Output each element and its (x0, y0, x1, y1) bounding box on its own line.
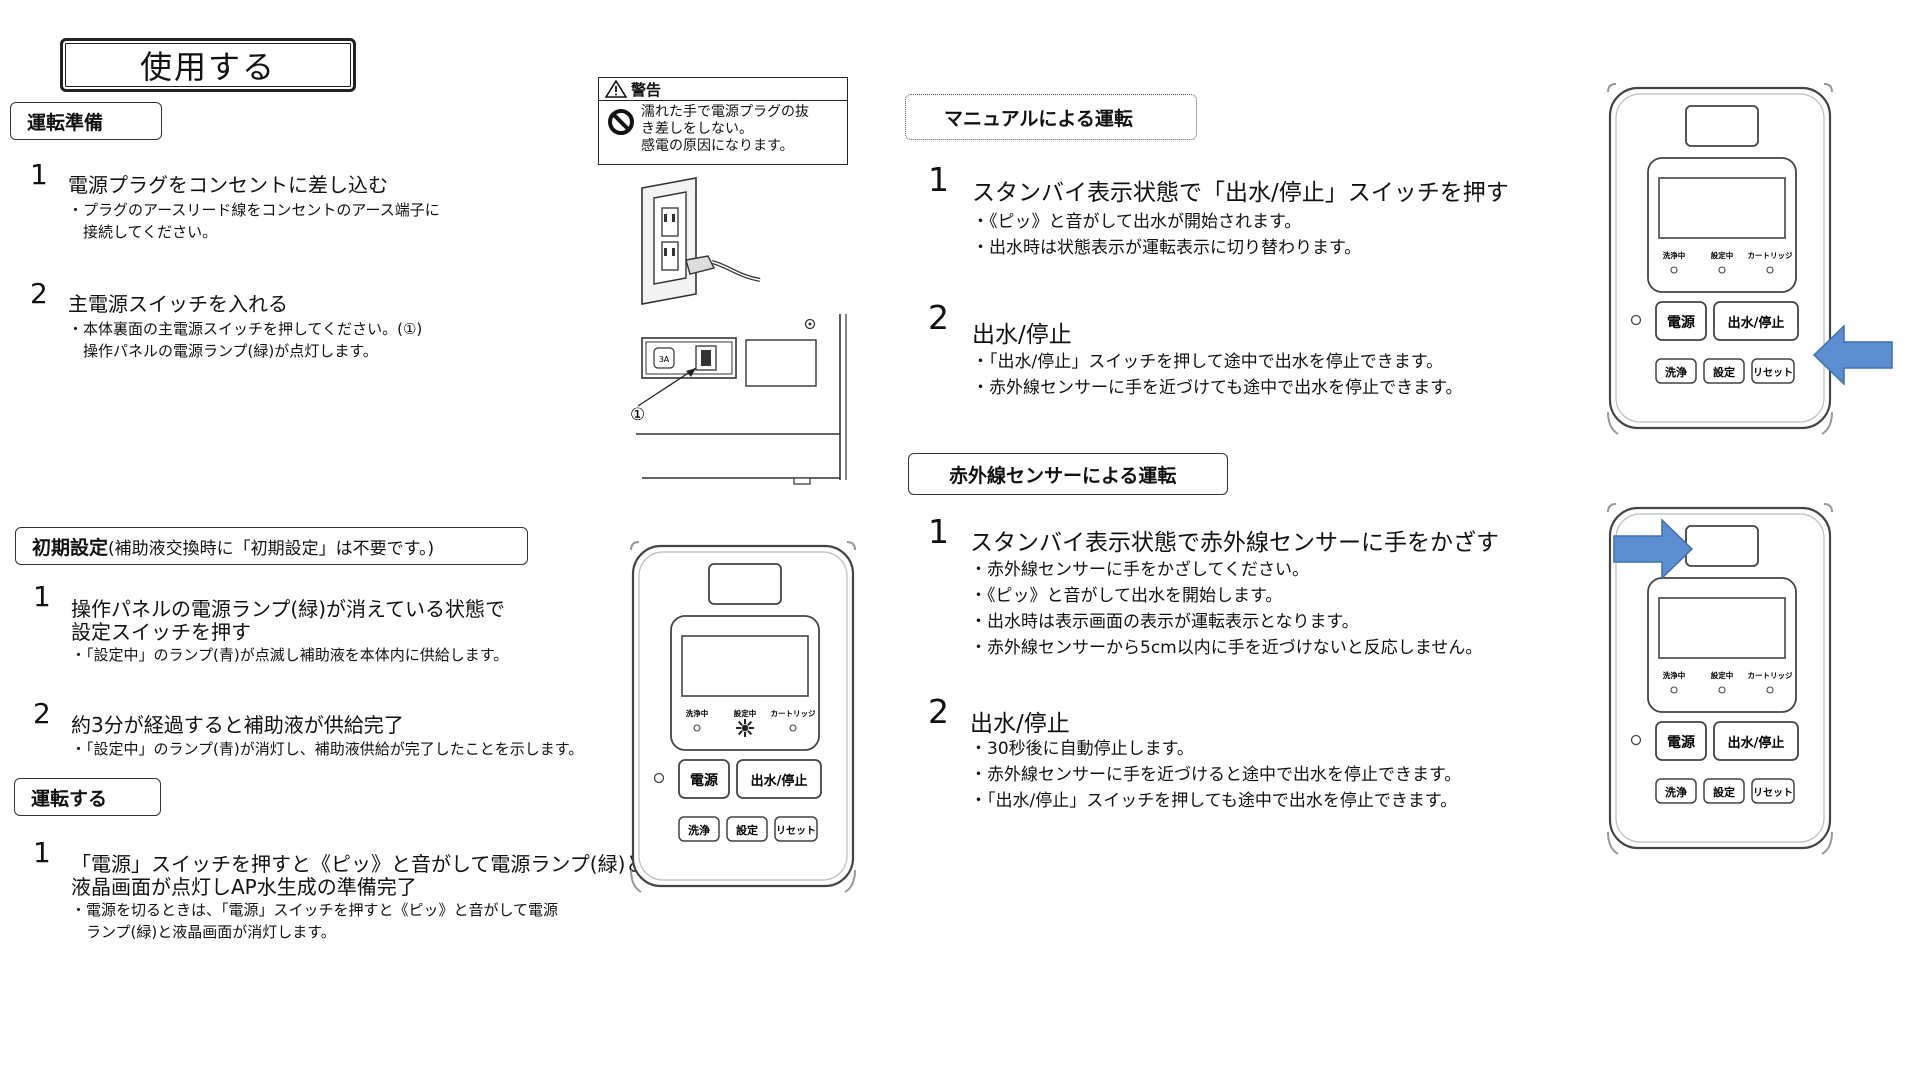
warning-triangle-icon (605, 80, 627, 98)
lcd-screen (681, 635, 809, 697)
page-title: 使用する (60, 38, 356, 92)
step-heading: スタンバイ表示状態で「出水/停止」スイッチを押す (972, 180, 1509, 206)
control-panel-svg: 洗浄中 設定中 カートリッジ 電源 出水/停止 洗浄 設定 リセット (1607, 83, 1833, 435)
step-number: 2 (928, 298, 949, 337)
status-label-setting: 設定中 (1711, 670, 1734, 680)
status-label-setting: 設定中 (1711, 250, 1734, 260)
status-label-cartridge: カートリッジ (771, 709, 816, 718)
water-stop-button-label[interactable]: 出水/停止 (751, 773, 808, 789)
section-label-run: 運転する (14, 778, 161, 816)
control-panel-init: 洗浄中 設定中 カートリッジ 電源 出水/停止 洗浄 設定 リセット (627, 540, 859, 896)
arrow-left-icon (1812, 324, 1893, 386)
step-number: 1 (928, 512, 949, 551)
status-label-washing: 洗浄中 (1663, 250, 1686, 260)
power-lamp (1630, 734, 1642, 746)
status-label-setting: 設定中 (734, 708, 757, 718)
step-heading: 約3分が経過すると補助液が供給完了 (71, 713, 404, 737)
wash-button-label[interactable]: 洗浄 (1665, 785, 1687, 799)
step-number: 2 (928, 692, 949, 731)
step-heading: 電源プラグをコンセントに差し込む (68, 173, 388, 197)
step-heading: 出水/停止 (972, 322, 1072, 348)
step-note: ・赤外線センサーに手をかざしてください。・《ピッ》と音がして出水を開始します。 … (970, 560, 1483, 658)
step-note: ・「設定中」のランプ(青)が消灯し、補助液供給が完了したことを示します。 (71, 740, 584, 758)
section-label-manual: マニュアルによる運転 (905, 94, 1197, 140)
power-button-label[interactable]: 電源 (690, 772, 718, 789)
step-note: ・電源を切るときは、「電源」スイッチを押すと《ピッ》と音がして電源 ランプ(緑)… (71, 901, 559, 941)
step-number: 2 (33, 697, 51, 730)
step-note: ・30秒後に自動停止します。・赤外線センサーに手を近づけると途中で出水を停止でき… (970, 739, 1462, 811)
wash-button-label[interactable]: 洗浄 (1665, 365, 1687, 379)
section-label-init: 初期設定(補助液交換時に「初期設定」は不要です。) (15, 527, 528, 565)
warning-text: 濡れた手で電源プラグの抜き差しをしない。感電の原因になります。 (641, 104, 809, 154)
prohibited-icon (608, 109, 634, 135)
status-label-washing: 洗浄中 (686, 708, 709, 718)
switch-callout-label: ① (630, 405, 645, 425)
step-number: 1 (33, 836, 51, 869)
arrow-right-icon (1613, 518, 1694, 580)
step-note: ・本体裏面の主電源スイッチを押してください。(①) 操作パネルの電源ランプ(緑)… (68, 320, 423, 360)
power-lamp (653, 772, 665, 784)
step-number: 2 (30, 277, 48, 310)
power-lamp (1630, 314, 1642, 326)
section-label-prep: 運転準備 (10, 102, 162, 140)
power-button-label[interactable]: 電源 (1667, 734, 1695, 751)
power-button-label[interactable]: 電源 (1667, 314, 1695, 331)
step-note: ・「出水/停止」スイッチを押して途中で出水を停止できます。・赤外線センサーに手を… (972, 352, 1463, 398)
step-note: ・《ピッ》と音がして出水が開始されます。・出水時は状態表示が運転表示に切り替わり… (972, 212, 1362, 258)
blinking-lamp-icon (736, 719, 754, 737)
lcd-screen (1658, 597, 1786, 659)
step-note: ・「設定中」のランプ(青)が点滅し補助液を本体内に供給します。 (71, 646, 509, 664)
step-heading: 出水/停止 (970, 711, 1070, 737)
reset-button-label[interactable]: リセット (1753, 787, 1793, 799)
status-label-cartridge: カートリッジ (1748, 671, 1793, 680)
step-number: 1 (928, 160, 949, 199)
section-label-sensor: 赤外線センサーによる運転 (908, 453, 1228, 495)
main-switch-illustration: 3A ① (630, 314, 847, 485)
warning-box: 警告 濡れた手で電源プラグの抜き差しをしない。感電の原因になります。 (598, 77, 848, 165)
step-number: 1 (33, 580, 51, 613)
reset-button-label[interactable]: リセット (776, 825, 816, 837)
water-stop-button-label[interactable]: 出水/停止 (1728, 735, 1785, 751)
ir-sensor-window (1685, 525, 1759, 567)
control-panel-svg: 洗浄中 設定中 カートリッジ 電源 出水/停止 洗浄 設定 リセット (630, 541, 856, 893)
step-number: 1 (30, 158, 48, 191)
control-panel-svg: 洗浄中 設定中 カートリッジ 電源 出水/停止 洗浄 設定 リセット (1607, 503, 1833, 855)
setting-button-label[interactable]: 設定 (1713, 365, 1735, 379)
control-panel-sensor: 洗浄中 設定中 カートリッジ 電源 出水/停止 洗浄 設定 リセット (1604, 502, 1836, 858)
setting-button-label[interactable]: 設定 (736, 823, 758, 837)
step-heading: 操作パネルの電源ランプ(緑)が消えている状態で設定スイッチを押す (71, 597, 506, 644)
step-heading: スタンバイ表示状態で赤外線センサーに手をかざす (970, 530, 1499, 556)
ir-sensor-window (708, 563, 782, 605)
step-note: ・プラグのアースリード線をコンセントのアース端子に 接続してください。 (68, 201, 440, 241)
lcd-screen (1658, 177, 1786, 239)
step-heading: 主電源スイッチを入れる (68, 292, 288, 316)
switch-rating-label: 3A (659, 355, 670, 364)
ir-sensor-window (1685, 105, 1759, 147)
control-panel-manual: 洗浄中 設定中 カートリッジ 電源 出水/停止 洗浄 設定 リセット (1604, 82, 1836, 438)
setting-button-label[interactable]: 設定 (1713, 785, 1735, 799)
warning-header: 警告 (599, 78, 847, 101)
status-label-washing: 洗浄中 (1663, 670, 1686, 680)
step-heading: 「電源」スイッチを押すと《ピッ》と音がして電源ランプ(緑)と液晶画面が点灯しAP… (71, 852, 646, 899)
status-label-cartridge: カートリッジ (1748, 251, 1793, 260)
outlet-plug-illustration (641, 177, 761, 305)
water-stop-button-label[interactable]: 出水/停止 (1728, 315, 1785, 331)
wash-button-label[interactable]: 洗浄 (688, 823, 710, 837)
reset-button-label[interactable]: リセット (1753, 367, 1793, 379)
